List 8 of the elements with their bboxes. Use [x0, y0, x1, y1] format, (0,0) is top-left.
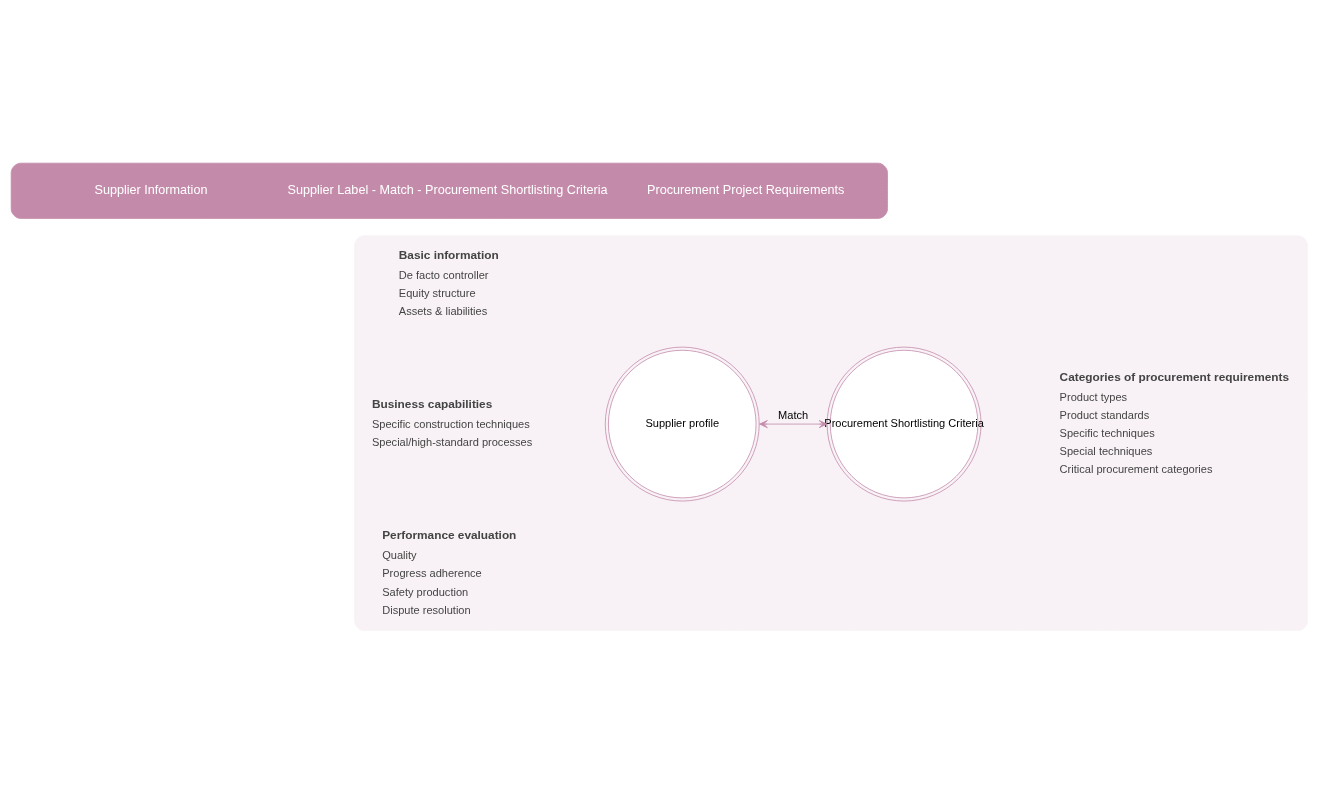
arrow: [759, 419, 828, 428]
node-box: Supplier Information Supplier Label - Match - Procurement Shortlisting Criteria Procurement Project Requirements: [10, 162, 888, 219]
node-text: Business capabilities Specific construction techniques Special/high-standard processes: [371, 396, 533, 448]
cluster: [354, 234, 1308, 631]
node-text: Basic information De facto controller Equity structure Assets & liabilities: [398, 247, 499, 317]
node-text: Categories of procurement requirements Product types Product standards Specific techniques Special techniques Critical procurement categories: [1059, 369, 1289, 475]
edge-label: Match: [778, 408, 809, 421]
node-text: Performance evaluation Quality Progress adherence Safety production Dispute resolution: [382, 527, 517, 616]
